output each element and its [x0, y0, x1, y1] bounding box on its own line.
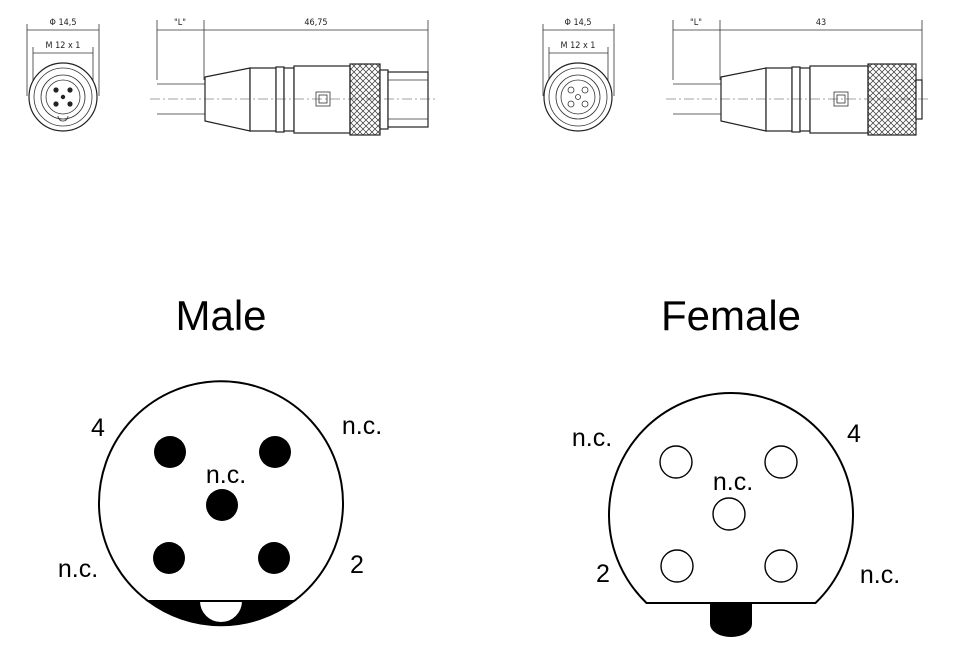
female-socket-nc-center — [712, 497, 746, 531]
male-pin-nc-bottom-left — [153, 542, 185, 574]
male-label-bottom-right: 2 — [350, 551, 364, 579]
female-pinout: Female n.c. 4 n.c. 2 n.c. — [572, 292, 900, 637]
male-label-bottom-left: n.c. — [58, 555, 98, 583]
male-label-center: n.c. — [206, 461, 246, 489]
length-dimension: "L" — [156, 18, 205, 80]
male-coding-key — [144, 600, 298, 627]
female-socket-nc-bottom-right — [764, 549, 798, 583]
thread-label-right: M 12 x 1 — [561, 41, 596, 51]
male-title: Male — [175, 292, 266, 339]
female-label-top-left: n.c. — [572, 424, 612, 452]
diameter-label: Φ 14,5 — [50, 18, 77, 28]
thread-label: M 12 x 1 — [46, 41, 81, 51]
left-technical-drawing: Φ 14,5 M 12 x 1 "L" — [26, 18, 436, 136]
overall-length-label-right: 43 — [816, 18, 826, 28]
diameter-label-right: Φ 14,5 — [565, 18, 592, 28]
length-label-right: "L" — [690, 18, 702, 28]
overall-dimension: 46,75 — [204, 18, 429, 80]
male-front-view — [28, 62, 98, 132]
female-label-top-right: 4 — [847, 420, 861, 448]
diameter-dimension-right: Φ 14,5 — [542, 18, 615, 96]
female-front-view — [543, 62, 613, 132]
female-socket-nc-top-left — [659, 445, 693, 479]
female-label-center: n.c. — [713, 468, 753, 496]
right-technical-drawing: Φ 14,5 M 12 x 1 "L" 43 — [542, 18, 930, 136]
male-pin-nc-center — [206, 489, 238, 521]
female-title: Female — [661, 292, 801, 339]
male-label-top-left: 4 — [91, 414, 105, 442]
male-pin-4 — [154, 436, 186, 468]
overall-length-label: 46,75 — [304, 18, 327, 28]
female-label-bottom-right: n.c. — [860, 561, 900, 589]
female-socket-2 — [660, 549, 694, 583]
diameter-dimension: Φ 14,5 — [26, 18, 100, 96]
female-label-bottom-left: 2 — [596, 560, 610, 588]
male-pin-nc-top-right — [259, 436, 291, 468]
overall-dimension-right: 43 — [720, 18, 923, 80]
female-socket-4 — [764, 445, 798, 479]
male-label-top-right: n.c. — [342, 412, 382, 440]
female-side-view — [666, 63, 930, 136]
male-side-view — [150, 63, 436, 136]
female-coding-key — [710, 603, 752, 637]
length-label: "L" — [174, 18, 186, 28]
male-pinout: Male 4 n.c. n.c. n.c. 2 — [58, 292, 382, 627]
length-dimension-right: "L" — [672, 18, 721, 80]
male-pin-2 — [258, 542, 290, 574]
